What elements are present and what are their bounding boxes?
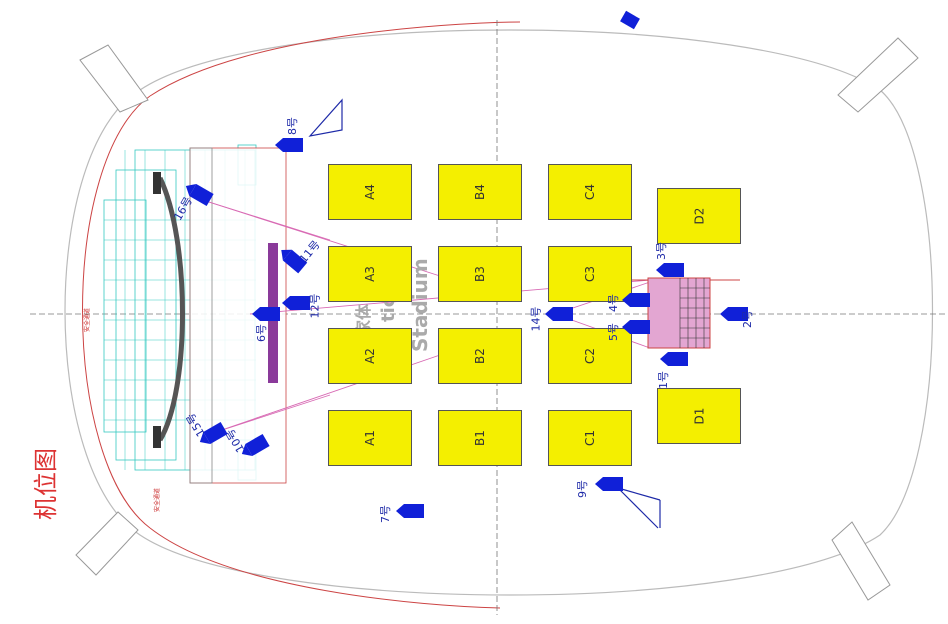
camera-4-icon: 4号 [607,293,650,312]
exit-label-bottom: 安全通道 [154,487,161,512]
section-a4: A4 [328,164,412,220]
section-d1: D1 [657,388,741,444]
camera-12-icon: 12号 [282,294,322,319]
section-a3: A3 [328,246,412,302]
section-b2: B2 [438,328,522,384]
section-c4: C4 [548,164,632,220]
section-b3: B3 [438,246,522,302]
exit-label-left: 安全通道 [84,307,91,332]
section-a2: A2 [328,328,412,384]
section-c1: C1 [548,410,632,466]
page-title: 机位图 [32,448,60,520]
camera-3-icon: 3号 [655,242,684,277]
camera-9-icon: 9号 [576,477,623,498]
section-a1: A1 [328,410,412,466]
camera-14-icon: 14号 [530,307,573,332]
camera-7-icon: 7号 [379,504,424,523]
section-d2: D2 [657,188,741,244]
section-c3: C3 [548,246,632,302]
section-b4: B4 [438,164,522,220]
section-c2: C2 [548,328,632,384]
camera-2-icon: 2号 [720,307,754,328]
camera-6-icon: 6号 [252,307,280,342]
camera-8-icon: 8号 [275,117,303,152]
section-b1: B1 [438,410,522,466]
camera-1-icon: 1号 [657,352,688,389]
camera-5-icon: 5号 [607,320,650,341]
